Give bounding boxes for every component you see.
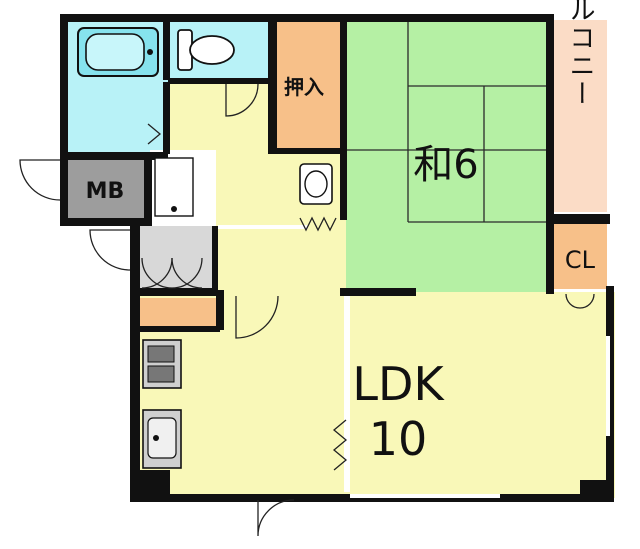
washing-machine-pan-icon [154, 157, 194, 217]
closet-label: CL [565, 246, 596, 274]
stove-icon [142, 339, 182, 389]
washitsu-area [346, 20, 546, 292]
tatami-lines [346, 20, 546, 223]
toilet-icon [177, 29, 235, 71]
bathtub-icon [77, 27, 159, 77]
closet-area [552, 224, 607, 289]
door-swing-icon [19, 83, 595, 537]
entrance-area [140, 226, 212, 292]
meter-box [68, 160, 148, 218]
oshiire-label: 押入 [284, 75, 324, 99]
ldk-label-line1: LDK [352, 357, 445, 411]
washbasin-icon [299, 163, 333, 205]
meter-box-label: MB [86, 179, 125, 204]
balcony-area [552, 20, 607, 212]
storage-area [140, 298, 218, 330]
balcony-label: バルコニー [565, 0, 595, 108]
sink-icon [142, 409, 182, 469]
washitsu-label: 和6 [413, 142, 478, 188]
opening-marks [218, 225, 610, 498]
oshiire-area [277, 20, 343, 150]
ldk-label-line2: 10 [369, 412, 428, 466]
